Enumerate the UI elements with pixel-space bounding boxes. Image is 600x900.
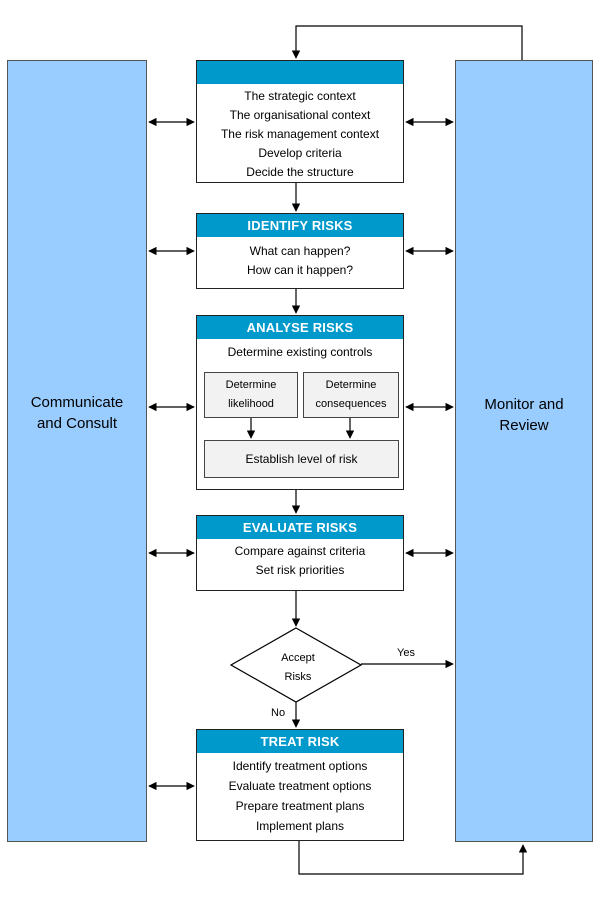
- likelihood-line: Determine: [225, 379, 277, 391]
- treat-line: Evaluate treatment options: [228, 779, 372, 793]
- risk-level-box: Establish level of risk: [204, 440, 399, 478]
- decision-line1: Accept: [281, 652, 315, 664]
- identify-line: How can it happen?: [246, 263, 354, 277]
- consequences-line: consequences: [315, 398, 387, 410]
- monitor-review-bar: Monitor and Review: [455, 60, 593, 842]
- context-line: Develop criteria: [258, 146, 342, 160]
- identify-line: What can happen?: [249, 244, 351, 258]
- feedback-bottom-arrow: [298, 841, 528, 875]
- treat-risk-box: TREAT RISK Identify treatment options Ev…: [196, 729, 404, 841]
- consequences-line: Determine: [325, 379, 377, 391]
- context-line: The organisational context: [229, 108, 371, 122]
- context-line: The strategic context: [244, 89, 356, 103]
- evaluate-risks-box: EVALUATE RISKS Compare against criteria …: [196, 515, 404, 591]
- likelihood-line: likelihood: [228, 398, 274, 410]
- evaluate-header: EVALUATE RISKS: [197, 516, 403, 539]
- treat-header: TREAT RISK: [197, 730, 403, 753]
- analyse-intro: Determine existing controls: [227, 345, 373, 359]
- likelihood-box: Determine likelihood: [204, 372, 298, 418]
- consequences-box: Determine consequences: [303, 372, 399, 418]
- monitor-label-line1: Monitor and: [484, 396, 564, 413]
- identify-risks-box: IDENTIFY RISKS What can happen? How can …: [196, 213, 404, 289]
- treat-line: Implement plans: [255, 819, 345, 833]
- communicate-label-line2: and Consult: [36, 415, 118, 432]
- analyse-header: ANALYSE RISKS: [197, 316, 403, 339]
- establish-context-box: The strategic context The organisational…: [196, 60, 404, 183]
- decision-label: Accept Risks: [250, 649, 346, 687]
- no-label: No: [271, 707, 286, 719]
- communicate-label-line1: Communicate: [30, 394, 124, 411]
- evaluate-line: Compare against criteria: [234, 544, 366, 558]
- feedback-top-arrow: [291, 25, 523, 60]
- monitor-label-line2: Review: [499, 417, 549, 434]
- identify-header: IDENTIFY RISKS: [197, 214, 403, 237]
- context-header: [197, 61, 403, 84]
- treat-line: Prepare treatment plans: [235, 799, 365, 813]
- treat-line: Identify treatment options: [232, 759, 368, 773]
- evaluate-line: Set risk priorities: [255, 563, 345, 577]
- yes-label: Yes: [397, 647, 415, 659]
- context-line: Decide the structure: [246, 165, 354, 179]
- decision-line2: Risks: [284, 671, 312, 683]
- context-line: The risk management context: [220, 127, 380, 141]
- communicate-consult-bar: Communicate and Consult: [7, 60, 147, 842]
